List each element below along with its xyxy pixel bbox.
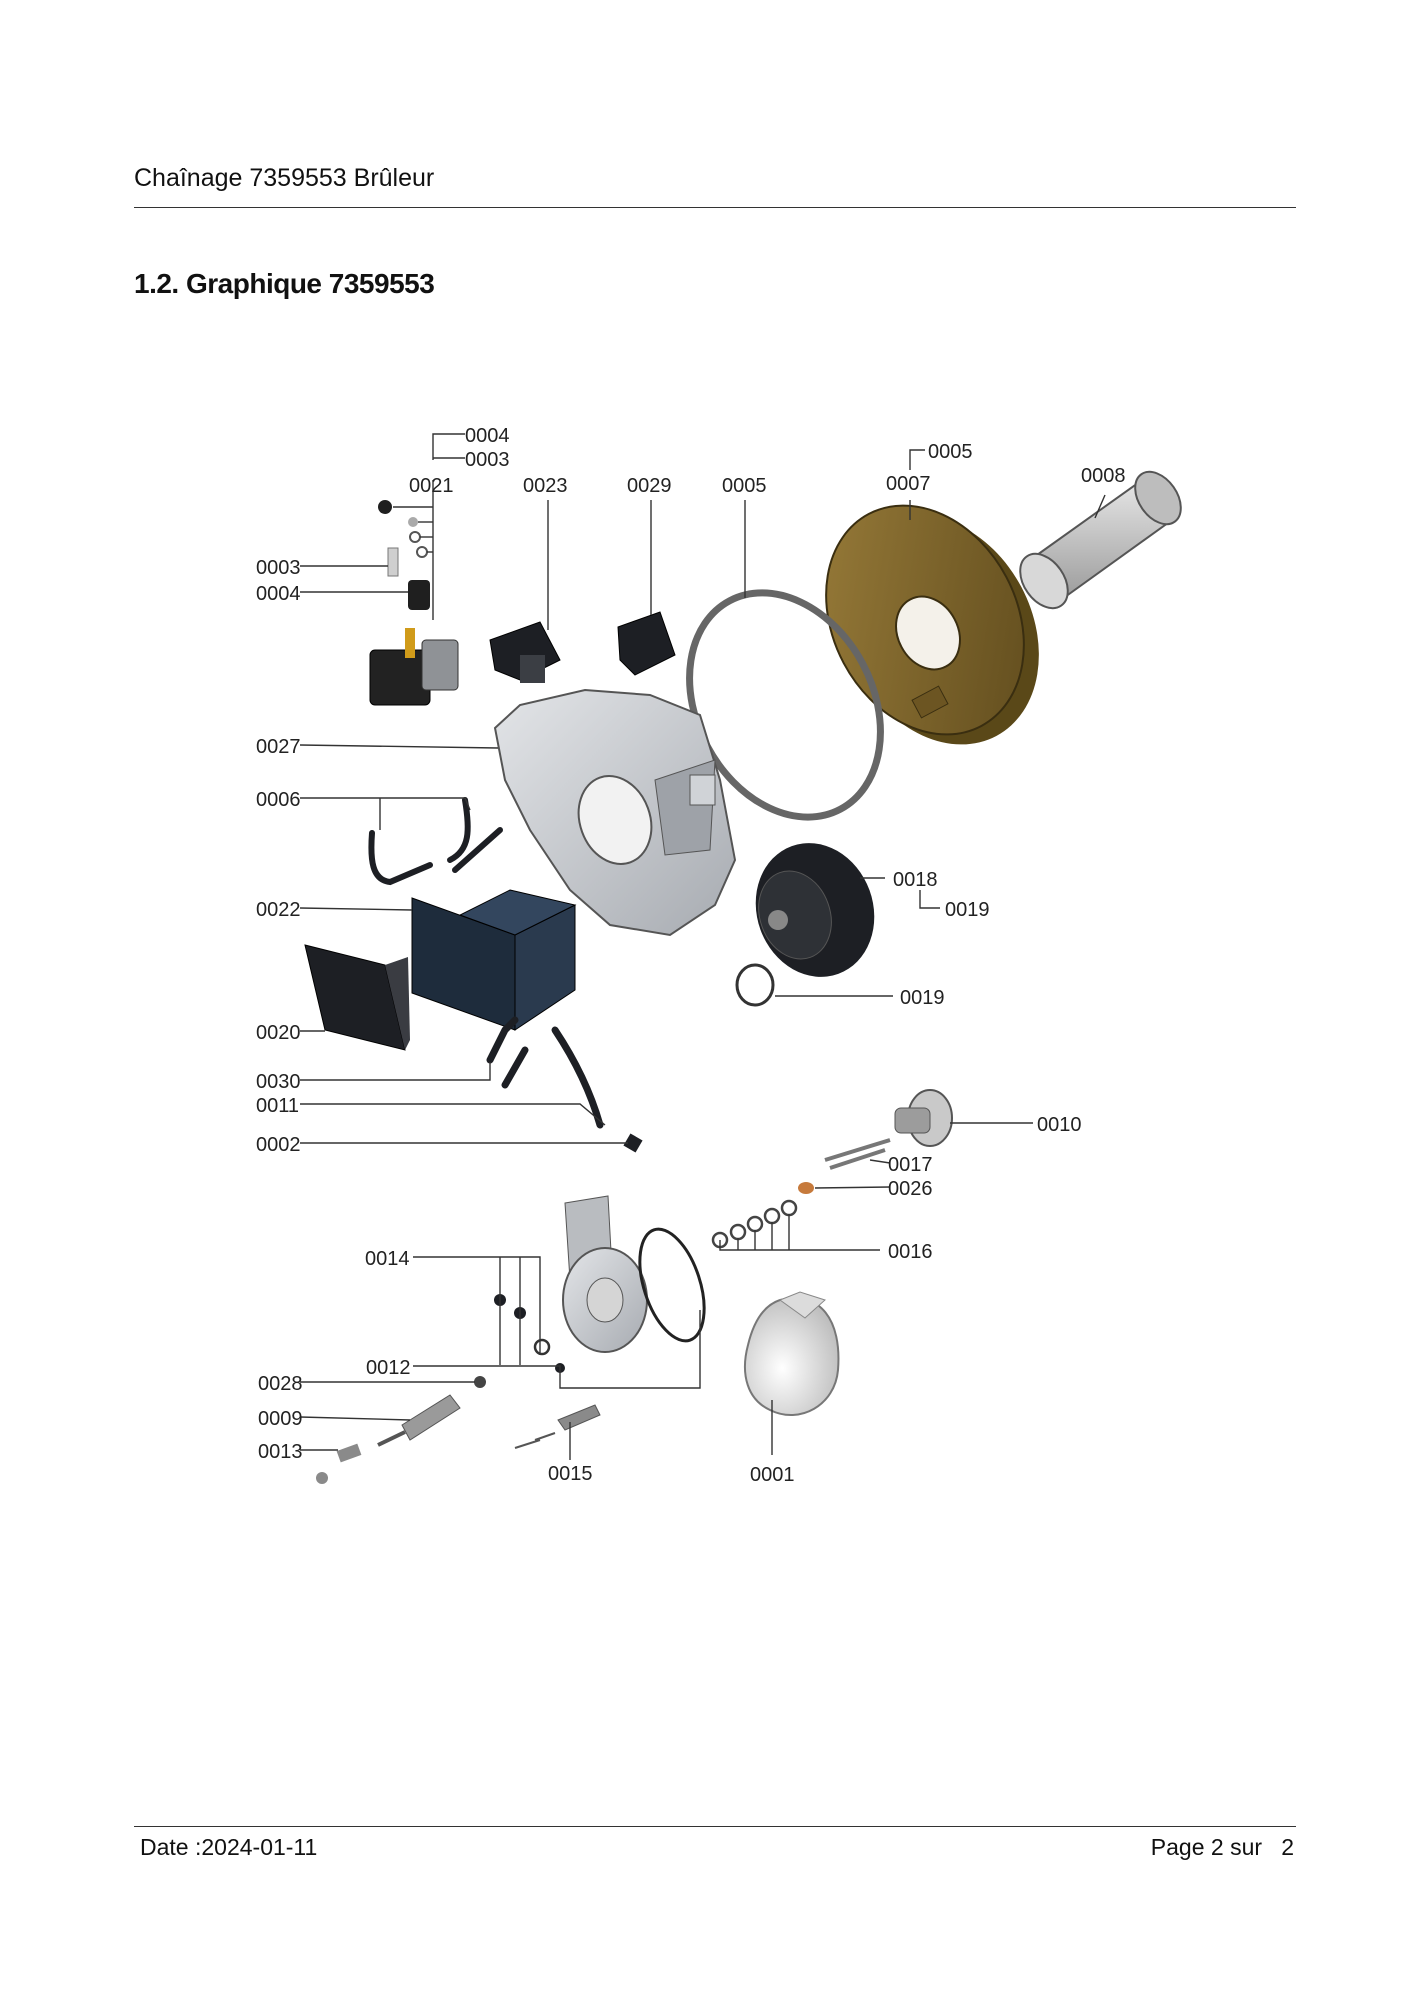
document-title: Chaînage 7359553 Brûleur: [134, 164, 435, 192]
label-0017: 0017: [888, 1154, 933, 1176]
ignition-coil-part: [489, 621, 561, 683]
motor-part: [755, 843, 875, 977]
label-0023: 0023: [523, 475, 568, 497]
label-0001: 0001: [750, 1464, 795, 1486]
header-divider: [134, 207, 1296, 208]
label-0027: 0027: [256, 736, 301, 758]
label-0009: 0009: [258, 1408, 303, 1430]
burner-head-part: [711, 1089, 953, 1249]
label-0003-left: 0003: [256, 557, 301, 579]
label-0008: 0008: [1081, 465, 1126, 487]
hose-part: [486, 1016, 604, 1129]
label-0018: 0018: [893, 869, 938, 891]
label-0026: 0026: [888, 1178, 933, 1200]
label-0022: 0022: [256, 899, 301, 921]
section-title: 1.2. Graphique 7359553: [134, 268, 435, 299]
cover-part: [744, 1291, 840, 1416]
label-0019-side: 0019: [945, 899, 990, 921]
label-0007: 0007: [886, 473, 931, 495]
label-0013: 0013: [258, 1441, 303, 1463]
label-0015: 0015: [548, 1463, 593, 1485]
label-0004-left: 0004: [256, 583, 301, 605]
air-damper-part: [562, 1195, 706, 1353]
label-0005-top: 0005: [928, 441, 973, 463]
label-0002: 0002: [256, 1134, 301, 1156]
label-0030: 0030: [256, 1071, 301, 1093]
leader-lines: [299, 433, 1106, 1460]
label-0021: 0021: [409, 475, 454, 497]
label-0010: 0010: [1037, 1114, 1082, 1136]
label-0014: 0014: [365, 1248, 410, 1270]
mounting-plate-part: [493, 688, 737, 937]
bracket-part: [411, 889, 577, 1031]
motor-oring-part: [735, 963, 775, 1007]
label-0019-ring: 0019: [900, 987, 945, 1009]
oil-pump-part: [369, 500, 459, 706]
label-0004-top: 0004: [465, 425, 510, 447]
page-number: Page 2 sur 2: [1150, 1834, 1294, 1860]
connector-part: [617, 611, 676, 676]
nipple-part: [623, 1133, 643, 1153]
blast-tube-part: [1019, 470, 1182, 610]
label-0006: 0006: [256, 789, 301, 811]
control-box-part: [304, 944, 410, 1051]
footer-date: Date :2024-01-11: [140, 1834, 318, 1860]
label-0003-top: 0003: [465, 449, 510, 471]
small-parts: [316, 1294, 601, 1484]
footer-divider: [134, 1826, 1296, 1827]
label-0012: 0012: [366, 1357, 411, 1379]
label-0029: 0029: [627, 475, 672, 497]
fan-housing-part: [825, 504, 1039, 745]
label-0005-ring: 0005: [722, 475, 767, 497]
label-0011: 0011: [256, 1095, 299, 1117]
label-0020: 0020: [256, 1022, 301, 1044]
label-0028: 0028: [258, 1373, 303, 1395]
label-0016: 0016: [888, 1241, 933, 1263]
cable-part: [368, 797, 503, 886]
